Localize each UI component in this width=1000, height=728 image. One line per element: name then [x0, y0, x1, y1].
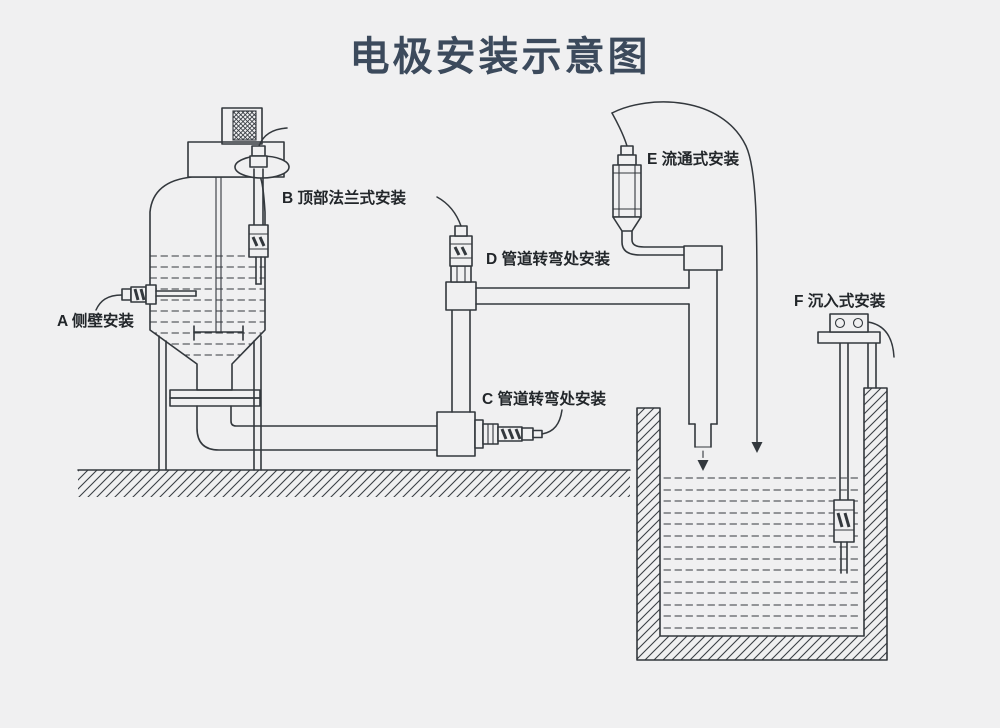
c-cable [541, 409, 563, 435]
label-d: D 管道转弯处安装 [486, 249, 611, 268]
bolt-icon [834, 317, 846, 329]
label-a: A 侧壁安装 [57, 311, 134, 330]
e-cable [611, 112, 628, 147]
label-e: E 流通式安装 [647, 149, 740, 168]
motor-ribs [232, 110, 257, 141]
agitator [193, 176, 244, 341]
electrode-a [95, 284, 197, 311]
d-cable [436, 196, 462, 227]
probe-body [833, 499, 855, 543]
pipe-collar [683, 245, 723, 271]
down-arrow [697, 460, 709, 471]
flow-cell-e [611, 112, 687, 256]
pipe-run [436, 281, 690, 457]
reactor-tank [149, 107, 290, 471]
electrode-d [436, 196, 473, 283]
motor [221, 107, 263, 145]
electrode-c [474, 409, 563, 449]
bottom-flange [169, 397, 261, 407]
tank-liquid [150, 255, 265, 356]
pipe-tee-d [445, 281, 477, 311]
label-c: C 管道转弯处安装 [482, 389, 607, 408]
mount-plate [817, 331, 881, 344]
bottom-flange [169, 389, 261, 399]
ground [77, 469, 631, 497]
down-arrow [751, 442, 763, 453]
bolt-icon [852, 317, 864, 329]
outlet-pipe [196, 405, 438, 451]
b-cable [258, 127, 288, 147]
label-f: F 沉入式安装 [794, 291, 886, 310]
labels: A 侧壁安装 B 顶部法兰式安装 C 管道转弯处安装 D 管道转弯处安装 E 流… [57, 149, 886, 408]
f-cable [867, 321, 895, 358]
pipe-tee-c [436, 411, 476, 457]
electrode-f [817, 313, 895, 574]
pit [636, 387, 888, 661]
drop-pipe [683, 245, 723, 471]
pit-liquid [663, 477, 861, 629]
pit-walls [636, 387, 888, 661]
label-b: B 顶部法兰式安装 [282, 188, 407, 207]
flow-arc [611, 101, 763, 453]
electrode-b [248, 127, 288, 285]
page-title: 电极安装示意图 [349, 35, 651, 79]
a-cable [95, 294, 123, 311]
